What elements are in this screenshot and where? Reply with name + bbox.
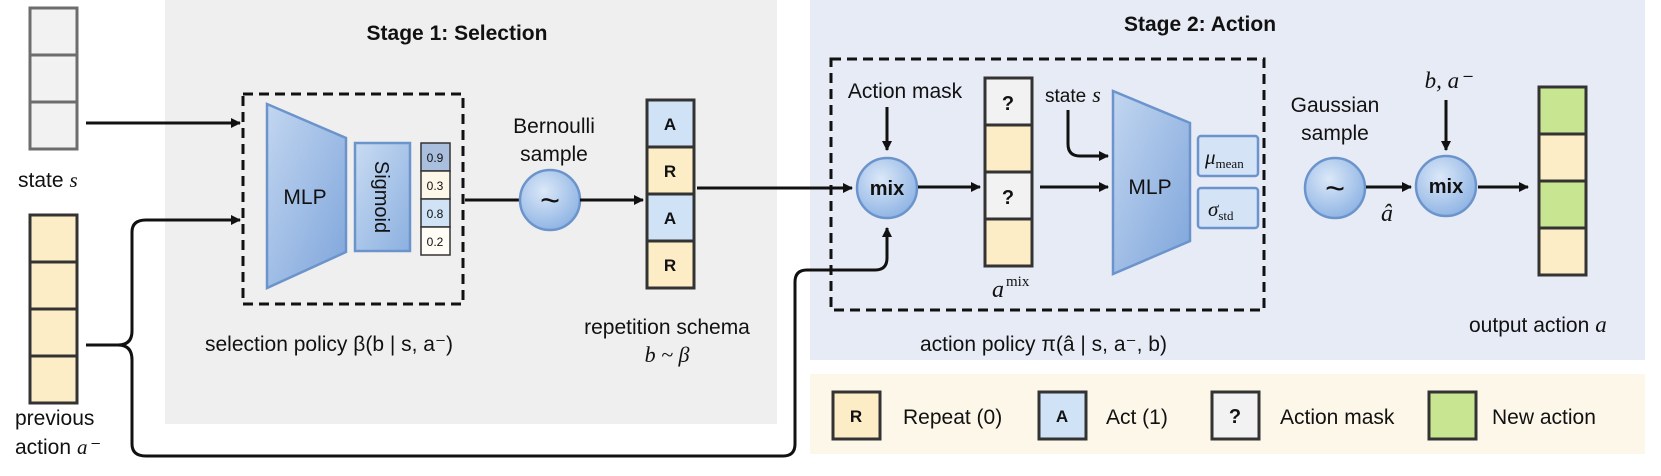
prob-2: 0.8	[427, 207, 444, 221]
amix-cell-0: ?	[1002, 93, 1014, 115]
amix-cell-2: ?	[1002, 187, 1014, 209]
gaussian-label-line1: Gaussian	[1291, 94, 1380, 117]
probability-column: 0.9 0.3 0.8 0.2	[420, 142, 451, 256]
mix-node-1	[855, 156, 919, 220]
action-mlp-label: MLP	[1128, 176, 1171, 199]
ahat-label: â	[1381, 201, 1393, 227]
repetition-schema: A R A R	[645, 98, 696, 290]
final-mix-inputs-label: b, a⁻	[1425, 68, 1474, 93]
action-mask-label: Action mask	[848, 80, 963, 103]
previous-action-vector	[28, 213, 79, 405]
legend-label-act: Act (1)	[1106, 406, 1168, 429]
sigma-label: σstd	[1208, 197, 1234, 223]
mix-node-2-label: mix	[1429, 176, 1463, 198]
output-action-vector	[1537, 85, 1588, 277]
selection-mlp-block	[265, 102, 348, 290]
selection-mlp-label: MLP	[283, 186, 326, 209]
prob-0: 0.9	[427, 151, 444, 165]
legend-glyph-mask: ?	[1229, 406, 1241, 428]
schema-cell-1: R	[664, 162, 676, 181]
prob-3: 0.2	[427, 235, 444, 249]
bernoulli-glyph: ~	[540, 182, 560, 220]
mu-label: μmean	[1204, 145, 1244, 171]
stage2-title: Stage 2: Action	[1124, 13, 1276, 36]
selection-policy-box	[241, 92, 465, 306]
legend-glyph-repeat: R	[850, 407, 862, 426]
selection-policy-caption: selection policy β(b | s, a⁻)	[205, 333, 453, 356]
legend-glyph-act: A	[1056, 407, 1068, 426]
bernoulli-label-line2: sample	[520, 143, 588, 166]
sigmoid-label: Sigmoid	[370, 161, 392, 233]
legend: R Repeat (0) A Act (1) ? Action mask New…	[831, 390, 1596, 441]
stage2-panel	[810, 0, 1645, 360]
schema-caption-line2: b ~ β	[645, 342, 690, 367]
state-vector	[28, 6, 79, 151]
schema-cell-3: R	[664, 256, 676, 275]
action-policy-box	[829, 57, 1266, 312]
amix-vector: ? ?	[983, 76, 1034, 268]
legend-swatch-repeat	[831, 390, 882, 441]
legend-label-new-action: New action	[1492, 406, 1596, 429]
bernoulli-label-line1: Bernoulli	[513, 115, 595, 138]
action-mlp-block	[1111, 89, 1192, 276]
sigma-head	[1196, 186, 1260, 230]
legend-label-mask: Action mask	[1280, 406, 1395, 429]
legend-swatch-mask	[1210, 390, 1261, 441]
gaussian-sample-node	[1303, 156, 1367, 220]
sigmoid-block	[353, 141, 412, 253]
schema-caption-line1: repetition schema	[584, 316, 750, 339]
previous-action-label-line1: previous	[15, 407, 94, 430]
prob-1: 0.3	[427, 179, 444, 193]
schema-cell-0: A	[664, 115, 676, 134]
gaussian-glyph: ~	[1325, 170, 1345, 208]
gaussian-label-line2: sample	[1301, 122, 1369, 145]
legend-swatch-new-action	[1427, 390, 1478, 441]
prev-action-to-mix-path	[117, 227, 892, 458]
schema-cell-2: A	[664, 209, 676, 228]
legend-label-repeat: Repeat (0)	[903, 406, 1002, 429]
mu-head	[1196, 134, 1260, 178]
mix-node-2	[1414, 154, 1478, 218]
state-to-action-mlp-arrow	[1066, 110, 1109, 161]
stage1-title: Stage 1: Selection	[367, 22, 548, 45]
action-policy-caption: action policy π(â | s, a⁻, b)	[920, 333, 1167, 356]
legend-swatch-act	[1037, 390, 1088, 441]
mix-node-1-label: mix	[870, 178, 904, 200]
